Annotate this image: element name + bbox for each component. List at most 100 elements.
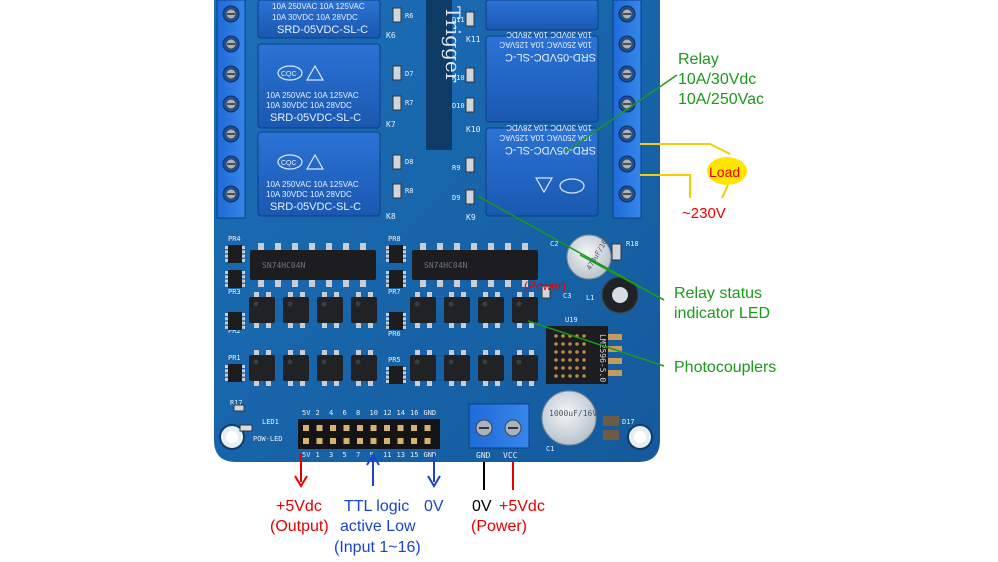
photocoupler <box>478 355 504 381</box>
ref-pr5: PR5 <box>388 356 401 364</box>
ic-pin <box>343 243 349 250</box>
relay-right-3-spec1: 10A 250VAC 10A 125VAC <box>499 133 592 142</box>
relay-right-1 <box>485 0 599 31</box>
photocoupler-pin <box>427 381 432 386</box>
power-led-callout: (Power) <box>524 279 566 293</box>
power-terminal-block <box>468 403 530 449</box>
resistor-array-pin <box>386 379 389 383</box>
ttl-logic-label: TTL logic <box>344 498 409 515</box>
header-top-label: 14 <box>397 409 405 417</box>
ic-left-marking: SN74HC04N <box>262 261 306 270</box>
header-pin <box>303 425 309 431</box>
photocoupler-pin <box>461 323 466 328</box>
mounting-hole-left <box>219 424 245 450</box>
photocoupler-pin <box>356 350 361 355</box>
relay-right-3: SRD-05VDC-SL-C 10A 250VAC 10A 125VAC 10A… <box>485 123 599 217</box>
photocoupler <box>410 297 436 323</box>
photocoupler-pin <box>368 323 373 328</box>
resistor-array-pin <box>225 271 228 274</box>
resistor-array-pin <box>242 279 245 283</box>
power-5v-label: +5Vdc <box>499 498 545 515</box>
header-pin <box>330 438 336 444</box>
header-pin <box>343 425 350 431</box>
resistor-array-pin <box>403 246 406 249</box>
photocoupler <box>249 297 275 323</box>
load-wire-return <box>721 184 729 199</box>
resistor-array-pin <box>225 279 228 283</box>
photocoupler-pin <box>254 323 259 328</box>
regulator-pad <box>575 342 579 346</box>
photocoupler <box>512 355 538 381</box>
ic-pin <box>454 280 460 287</box>
left-terminal-block <box>216 0 246 219</box>
header-pin <box>330 425 336 431</box>
resistor-array-pin <box>225 283 228 287</box>
photocoupler-dot <box>355 359 361 365</box>
header-pin <box>384 425 390 431</box>
load-label: Load <box>709 164 740 180</box>
resistor-array-pin <box>386 275 389 279</box>
photocoupler-pin <box>529 381 534 386</box>
regulator-pad <box>575 350 579 354</box>
photocoupler-pin <box>322 350 327 355</box>
ic-pin <box>292 243 298 250</box>
relay-left-2-cert: CQC <box>281 71 297 78</box>
relay-left-3-spec2: 10A 30VDC 10A 28VDC <box>266 190 352 199</box>
regulator-pad <box>554 342 558 346</box>
photocoupler-pin <box>529 350 534 355</box>
photocoupler-pin <box>483 292 488 297</box>
relay-callout-line <box>564 74 678 153</box>
photocoupler-pin <box>288 350 293 355</box>
photocoupler-pin <box>449 350 454 355</box>
header-top-label: 2 <box>316 409 320 417</box>
regulator-pad <box>575 374 579 378</box>
ic-pin <box>420 280 426 287</box>
ic-pin <box>420 243 426 250</box>
smd-components <box>392 7 475 205</box>
resistor-array-pin <box>242 377 245 381</box>
photocoupler-pin <box>356 381 361 386</box>
photocoupler-pin <box>427 350 432 355</box>
pow-led-label: POW-LED <box>253 435 283 443</box>
photocoupler-array <box>249 292 538 386</box>
resistor-array-pin <box>403 250 406 254</box>
ic-pin <box>258 280 264 287</box>
resistor-array-pin <box>403 325 406 329</box>
ic-pin <box>437 243 443 250</box>
resistor-array <box>228 364 242 382</box>
power-label: (Power) <box>471 518 527 535</box>
ic-pin <box>309 243 315 250</box>
header-top-label: 5V <box>302 409 311 417</box>
photocoupler-pin <box>334 350 339 355</box>
resistor-arrays <box>225 245 406 384</box>
photocoupler-pin <box>529 323 534 328</box>
ic-pin <box>275 280 281 287</box>
regulator-pad <box>561 342 565 346</box>
ic-pin <box>309 280 315 287</box>
photocoupler-pin <box>368 350 373 355</box>
photocoupler-dot <box>355 301 361 307</box>
ic-pin <box>360 243 366 250</box>
photocoupler-pin <box>483 323 488 328</box>
relay-left-3: CQC 10A 250VAC 10A 125VAC 10A 30VDC 10A … <box>257 131 381 217</box>
photocoupler-callout-line <box>527 320 665 367</box>
ref-pr3: PR3 <box>228 288 241 296</box>
photocoupler-pin <box>529 292 534 297</box>
relay-right-2-spec1: 10A 250VAC 10A 125VAC <box>499 40 592 49</box>
resistor-array-pin <box>386 258 389 262</box>
ic-pin <box>343 280 349 287</box>
header-pin <box>370 438 377 444</box>
header-pin <box>357 438 363 444</box>
power-led <box>239 424 253 432</box>
arrow-gnd-0v <box>427 454 441 488</box>
ic-pin <box>488 243 494 250</box>
header-bottom-label: 3 <box>329 451 333 459</box>
ic-right: SN74HC04N <box>412 250 538 280</box>
photocoupler-pin <box>266 292 271 297</box>
photocoupler-dot <box>448 301 454 307</box>
ref-k9: K9 <box>466 213 476 222</box>
photocoupler <box>444 297 470 323</box>
photocoupler-pin <box>415 381 420 386</box>
resistor-array-pin <box>386 317 389 321</box>
